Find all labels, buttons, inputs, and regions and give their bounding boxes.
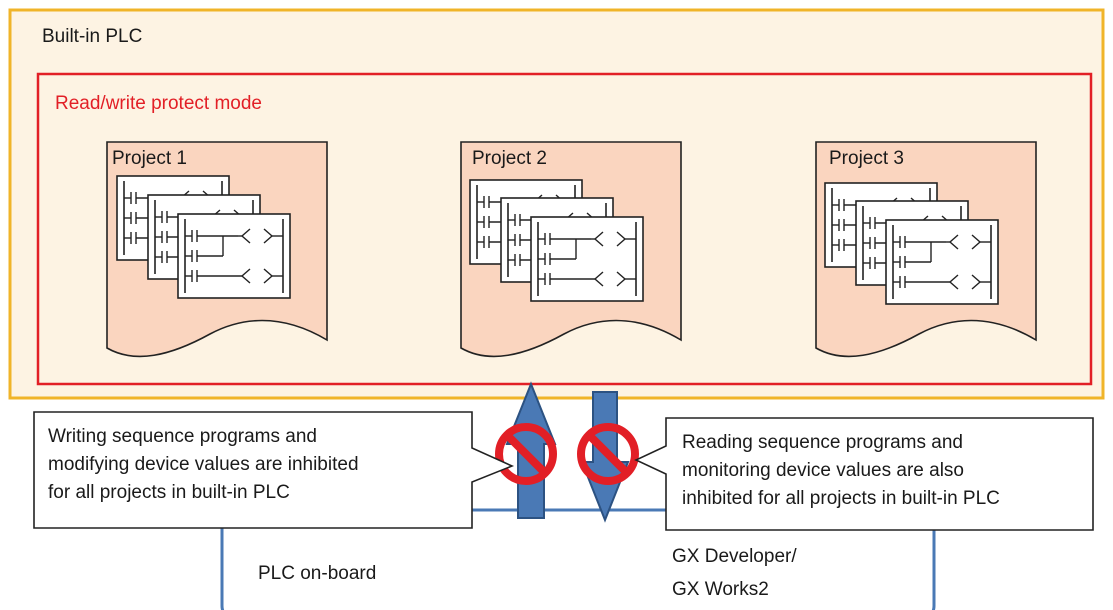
builtin-plc-title: Built-in PLC <box>42 26 142 47</box>
write-inhibited-callout: Writing sequence programs and modifying … <box>33 411 515 529</box>
ladder-sheet-icon <box>885 219 999 305</box>
project-3-document: Project 3 <box>815 141 1037 358</box>
ladder-sheet-icon <box>530 216 644 302</box>
project-1-document: Project 1 <box>106 141 328 358</box>
gx-works2-label: GX Works2 <box>672 579 769 600</box>
read-callout-line-3: inhibited for all projects in built-in P… <box>682 488 1000 509</box>
project-2-document: Project 2 <box>460 141 682 358</box>
read-callout-line-2: monitoring device values are also <box>682 460 964 481</box>
bottom-connection-box <box>220 508 936 610</box>
read-inhibited-callout: Reading sequence programs and monitoring… <box>634 417 1094 531</box>
write-callout-line-3: for all projects in built-in PLC <box>48 482 290 503</box>
project-3-label: Project 3 <box>829 148 904 169</box>
gx-developer-label: GX Developer/ <box>672 546 797 567</box>
plc-onboard-label: PLC on-board <box>258 563 376 584</box>
write-callout-line-1: Writing sequence programs and <box>48 426 317 447</box>
write-arrow <box>505 381 557 519</box>
project-1-label: Project 1 <box>112 148 187 169</box>
ladder-sheet-icon <box>177 213 291 299</box>
project-2-label: Project 2 <box>472 148 547 169</box>
write-callout-line-2: modifying device values are inhibited <box>48 454 359 475</box>
read-callout-line-1: Reading sequence programs and <box>682 432 963 453</box>
protect-mode-title: Read/write protect mode <box>55 93 262 114</box>
